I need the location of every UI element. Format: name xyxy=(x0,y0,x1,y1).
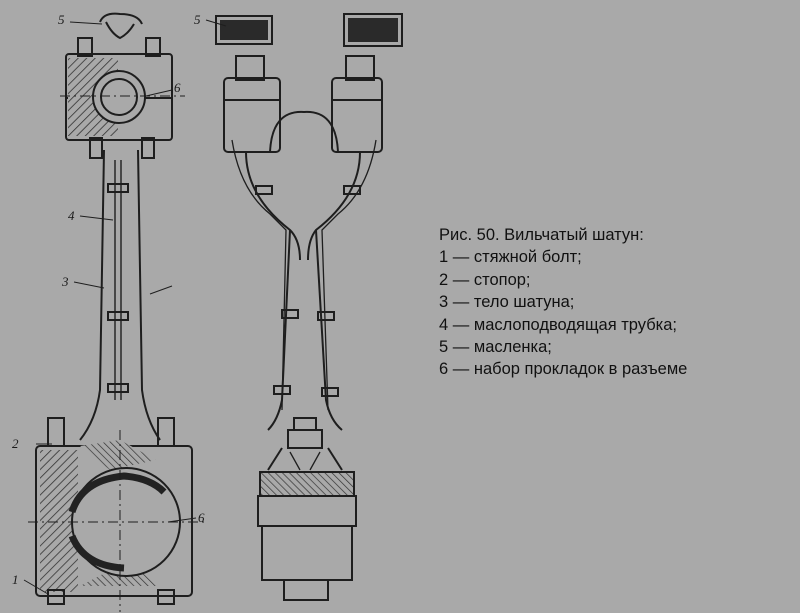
legend-item: 3 — тело шатуна; xyxy=(439,293,575,312)
callout-5-right: 5 xyxy=(194,12,201,27)
legend-item: 4 — маслоподводящая трубка; xyxy=(439,315,677,334)
callout-5-left: 5 xyxy=(58,12,65,27)
callout-1: 1 xyxy=(12,572,19,587)
caption-title: Рис. 50. Вильчатый шатун: xyxy=(439,226,644,244)
callout-4: 4 xyxy=(68,208,75,223)
legend-item: 6 — набор прокладок в разъеме xyxy=(439,360,688,379)
callout-2: 2 xyxy=(12,436,19,451)
legend-item: 5 — масленка; xyxy=(439,338,552,357)
right-leader-lines xyxy=(205,19,227,27)
legend-item: 2 — стопор; xyxy=(439,270,531,289)
left-leader-lines xyxy=(23,21,197,595)
legend-item: 1 — стяжной болт; xyxy=(439,248,582,267)
callout-3: 3 xyxy=(61,274,69,289)
figure-caption: Рис. 50. Вильчатый шатун: 1 — стяжной бо… xyxy=(439,224,789,381)
callout-6-bottom: 6 xyxy=(198,510,205,525)
callout-6-top: 6 xyxy=(174,80,181,95)
left-rod-view xyxy=(28,12,205,612)
right-rod-view xyxy=(215,13,403,601)
